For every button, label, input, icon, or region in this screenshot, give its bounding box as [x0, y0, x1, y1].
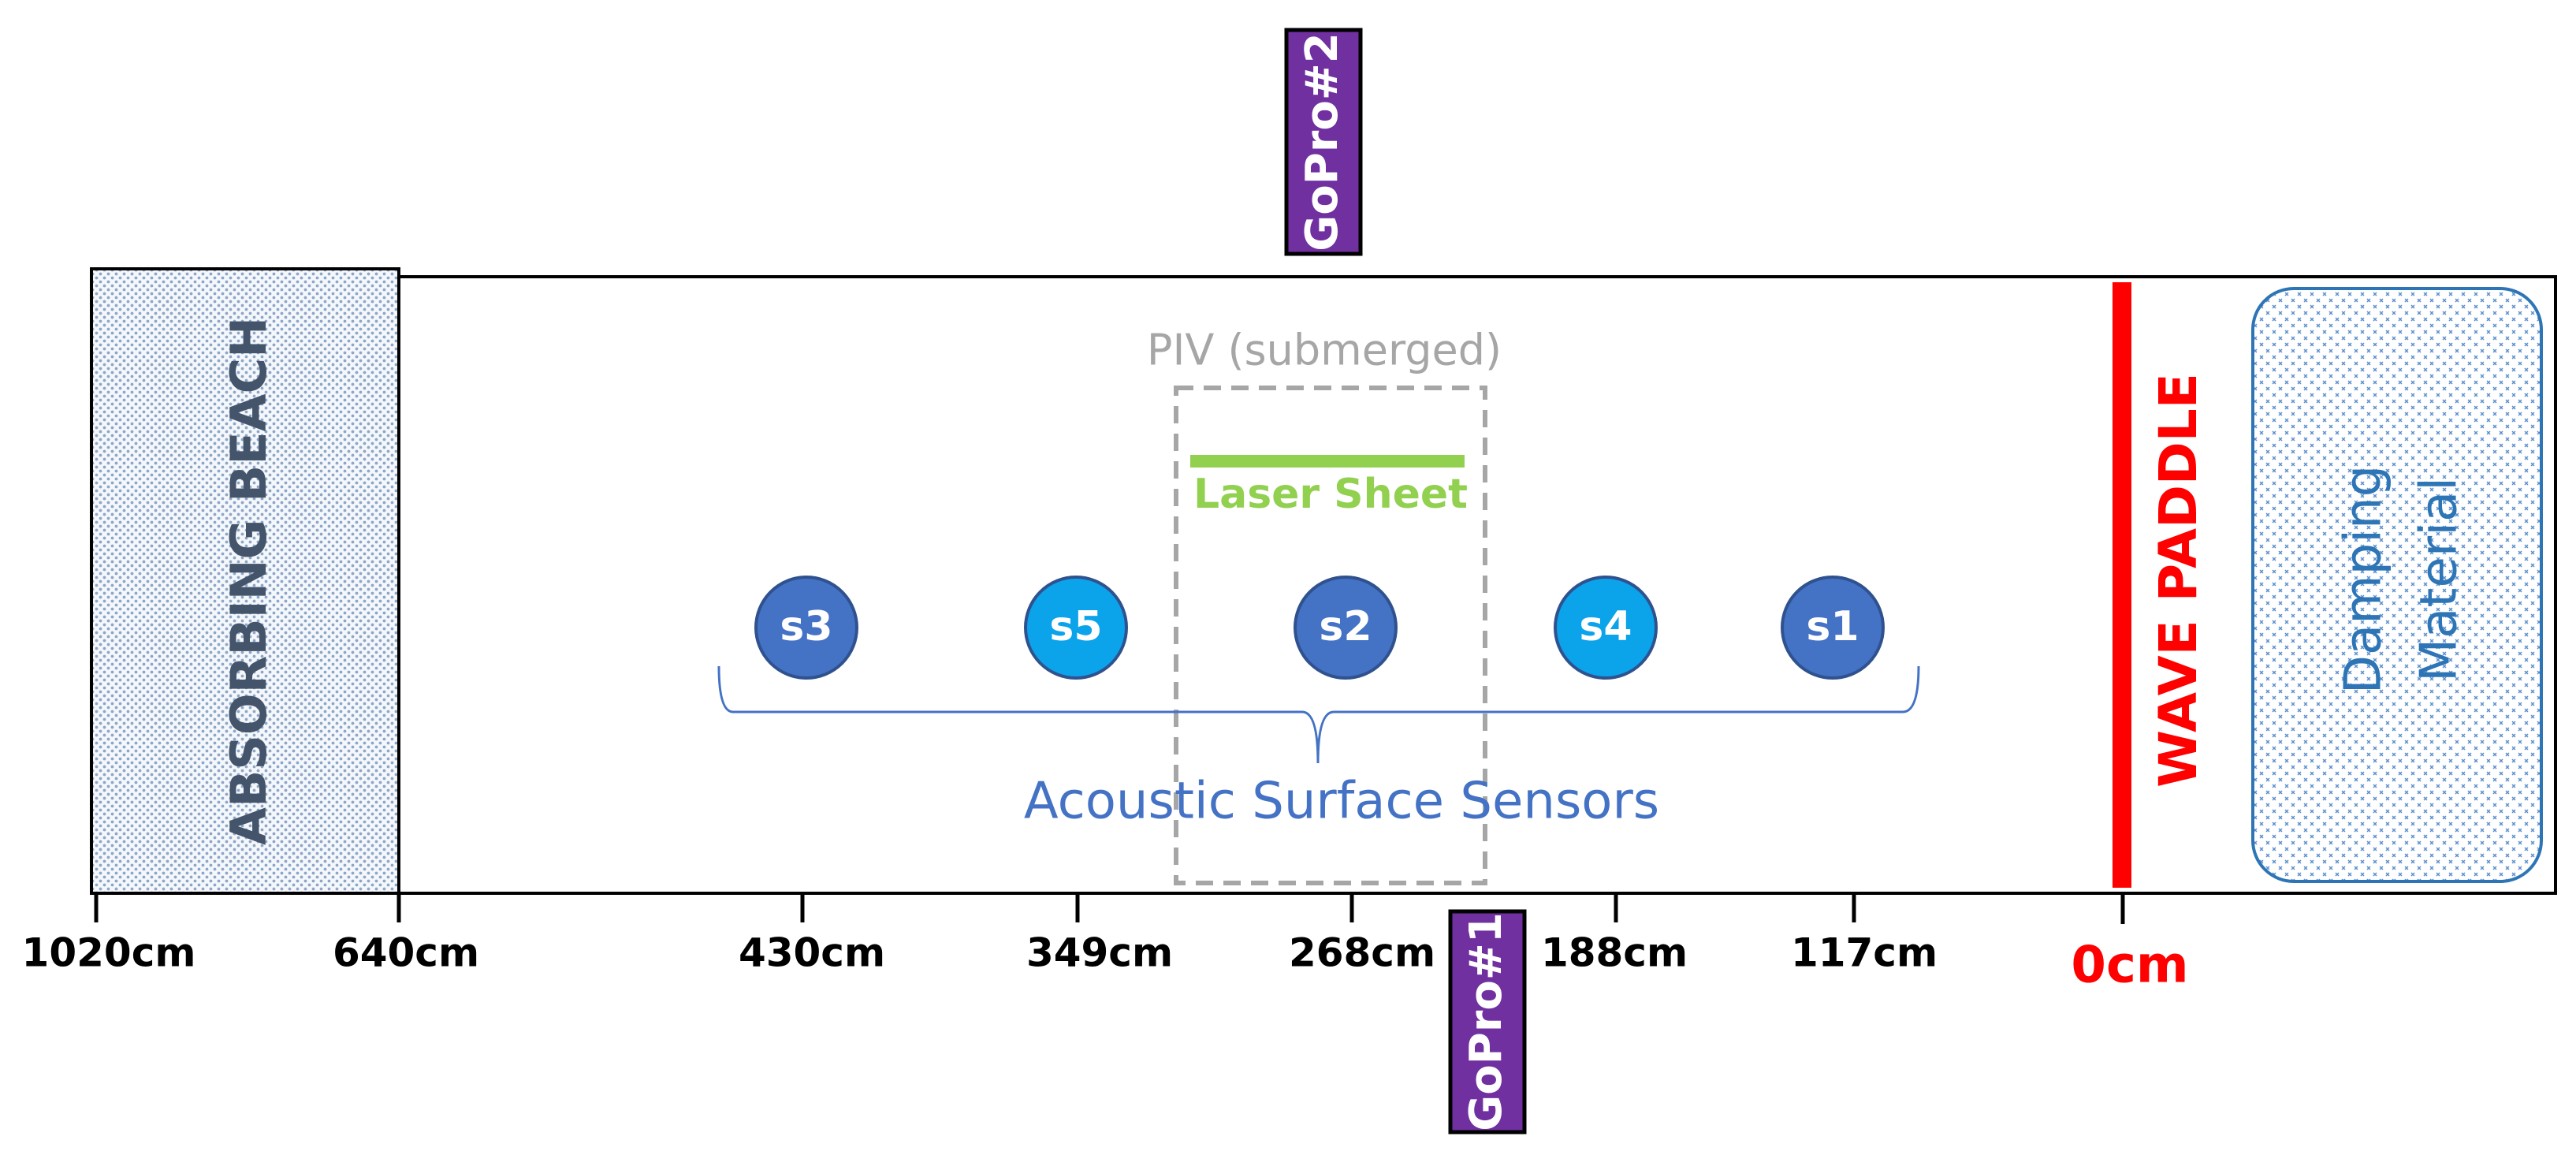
sensor-group-label: Acoustic Surface Sensors — [1024, 773, 1659, 831]
sensor-circle — [1294, 576, 1398, 680]
axis-tick-label: 188cm — [1541, 930, 1688, 976]
wave-paddle-label: WAVE PADDLE — [2148, 373, 2209, 788]
sensor-circle — [1024, 576, 1128, 680]
origin-marker: 0cm — [2071, 893, 2189, 995]
axis-tick-label: 1020cm — [22, 930, 196, 976]
sensor-s3: s3 — [754, 576, 858, 680]
axis-tick-label: 117cm — [1791, 930, 1938, 976]
sensor-label: s2 — [1319, 603, 1372, 650]
origin-label: 0cm — [2071, 937, 2188, 995]
acoustic-sensors: s3 s5 s2 s4 s1 — [754, 576, 1885, 680]
absorbing-beach-label: ABSORBING BEACH — [220, 317, 277, 845]
damping-label-line2: Material — [2410, 477, 2469, 682]
gopro-1-label: GoPro#1 — [1461, 912, 1512, 1131]
sensor-label: s5 — [1049, 603, 1102, 650]
sensor-label: s3 — [780, 603, 832, 650]
sensor-s2: s2 — [1294, 576, 1398, 680]
axis-tick-label: 268cm — [1289, 930, 1435, 976]
sensor-circle — [1781, 576, 1885, 680]
axis-tick-label: 640cm — [333, 930, 479, 976]
piv-region: PIV (submerged) — [1147, 326, 1502, 885]
axis-tick-label: 349cm — [1026, 930, 1173, 976]
wave-paddle: WAVE PADDLE — [2113, 282, 2209, 888]
sensor-label: s4 — [1579, 603, 1632, 650]
gopro-2: GoPro#2 — [1284, 28, 1363, 256]
gopro-2-label: GoPro#2 — [1297, 32, 1348, 251]
axis-tick-label: 430cm — [739, 930, 885, 976]
damping-label-line1: Damping — [2335, 465, 2393, 694]
absorbing-beach: ABSORBING BEACH — [90, 267, 400, 895]
laser-sheet-label: Laser Sheet — [1193, 471, 1468, 518]
gopro-1: GoPro#1 — [1448, 909, 1527, 1135]
distance-axis: 1020cm 640cm 430cm 349cm 268cm 188cm 117cm — [22, 893, 1938, 976]
damping-material: Damping Material — [2251, 287, 2543, 883]
sensor-brace — [717, 665, 1920, 764]
sensor-circle — [1554, 576, 1658, 680]
sensor-circle — [754, 576, 858, 680]
piv-label: PIV (submerged) — [1147, 326, 1502, 375]
laser-sheet: Laser Sheet — [1190, 455, 1468, 518]
sensor-s1: s1 — [1781, 576, 1885, 680]
sensor-s4: s4 — [1554, 576, 1658, 680]
sensor-label: s1 — [1806, 603, 1859, 650]
sensor-s5: s5 — [1024, 576, 1128, 680]
